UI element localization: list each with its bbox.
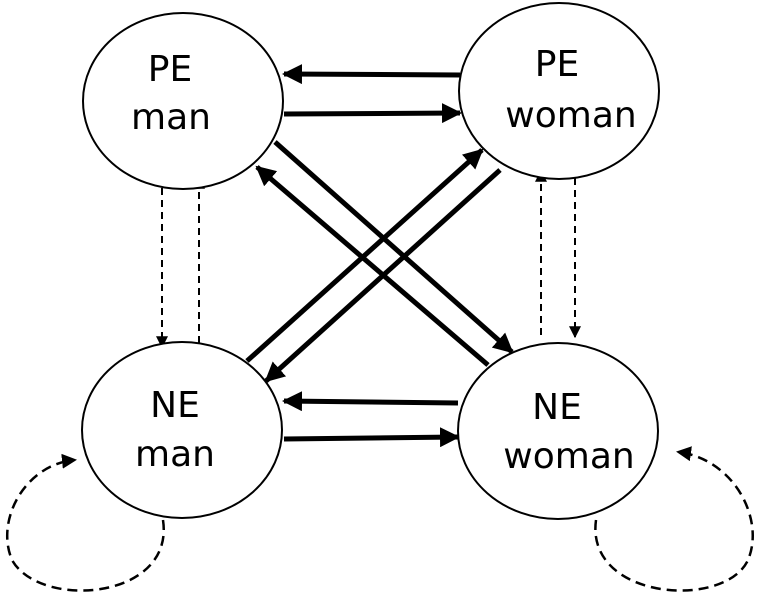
edge-pe-man-to-ne-woman: [273, 140, 514, 354]
edge-pe-woman-to-pe-man: [282, 64, 461, 85]
node-pe-man: PE man: [82, 12, 284, 190]
edge-pe-woman-to-ne-man: [264, 168, 502, 383]
node-ne-man: NE man: [81, 341, 283, 519]
node-ne-man-line1: NE: [150, 385, 200, 426]
self-loop-ne-woman: [594, 446, 754, 592]
node-pe-man-circle: [82, 12, 284, 190]
node-ne-woman: NE woman: [457, 342, 659, 520]
edge-ne-woman-to-ne-man: [282, 391, 459, 412]
node-pe-woman: PE woman: [458, 2, 660, 180]
node-ne-woman-circle: [457, 342, 659, 520]
edge-ne-man-to-pe-woman: [245, 148, 484, 363]
edge-pe-man-to-pe-woman: [283, 103, 462, 124]
self-loop-ne-man: [6, 453, 165, 592]
node-pe-woman-circle: [458, 2, 660, 180]
edge-ne-woman-to-pe-man: [255, 165, 490, 367]
node-ne-woman-line2: woman: [503, 436, 634, 477]
node-ne-man-line2: man: [135, 434, 215, 475]
edge-ne-man-to-ne-woman: [283, 427, 460, 448]
node-pe-man-line2: man: [131, 97, 211, 138]
node-pe-woman-line1: PE: [535, 44, 579, 85]
node-ne-woman-line1: NE: [532, 387, 582, 428]
node-pe-woman-line2: woman: [505, 95, 636, 136]
node-pe-man-line1: PE: [148, 49, 192, 90]
node-ne-man-circle: [81, 341, 283, 519]
